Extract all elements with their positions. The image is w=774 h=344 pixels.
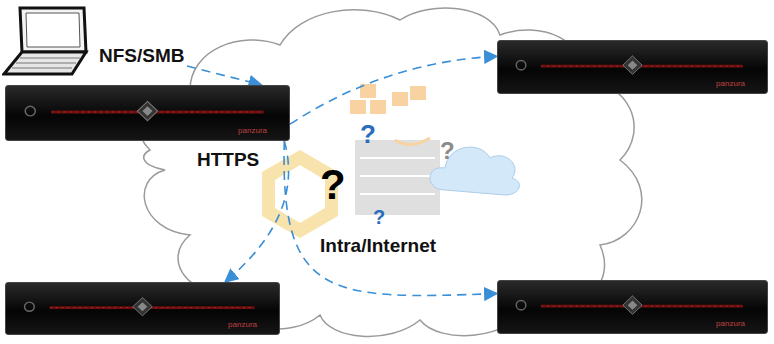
question-mark: ? — [371, 206, 387, 228]
dashed-arrow — [284, 141, 497, 296]
server-appliance: panzura — [5, 282, 280, 335]
dashed-arrow — [290, 56, 497, 124]
brand-label: panzura — [238, 127, 267, 135]
protocol-label: NFS/SMB — [99, 45, 185, 66]
question-mark: ? — [438, 138, 457, 164]
question-mark: ? — [358, 120, 378, 149]
question-mark: ? — [318, 162, 348, 208]
server-appliance: panzura — [497, 40, 768, 94]
cloud-provider-logos — [262, 84, 519, 238]
server-appliance: panzura — [5, 85, 290, 141]
network-label: HTTPS — [195, 150, 261, 171]
dashed-arrow — [187, 66, 262, 85]
brand-label: panzura — [716, 320, 745, 328]
laptop-icon — [2, 2, 94, 82]
brand-label: panzura — [716, 80, 745, 88]
laptop-client: NFS/SMB — [2, 2, 187, 82]
network-label: Intra/Internet — [318, 236, 438, 257]
brand-label: panzura — [228, 321, 257, 329]
server-appliance: panzura — [497, 280, 768, 334]
